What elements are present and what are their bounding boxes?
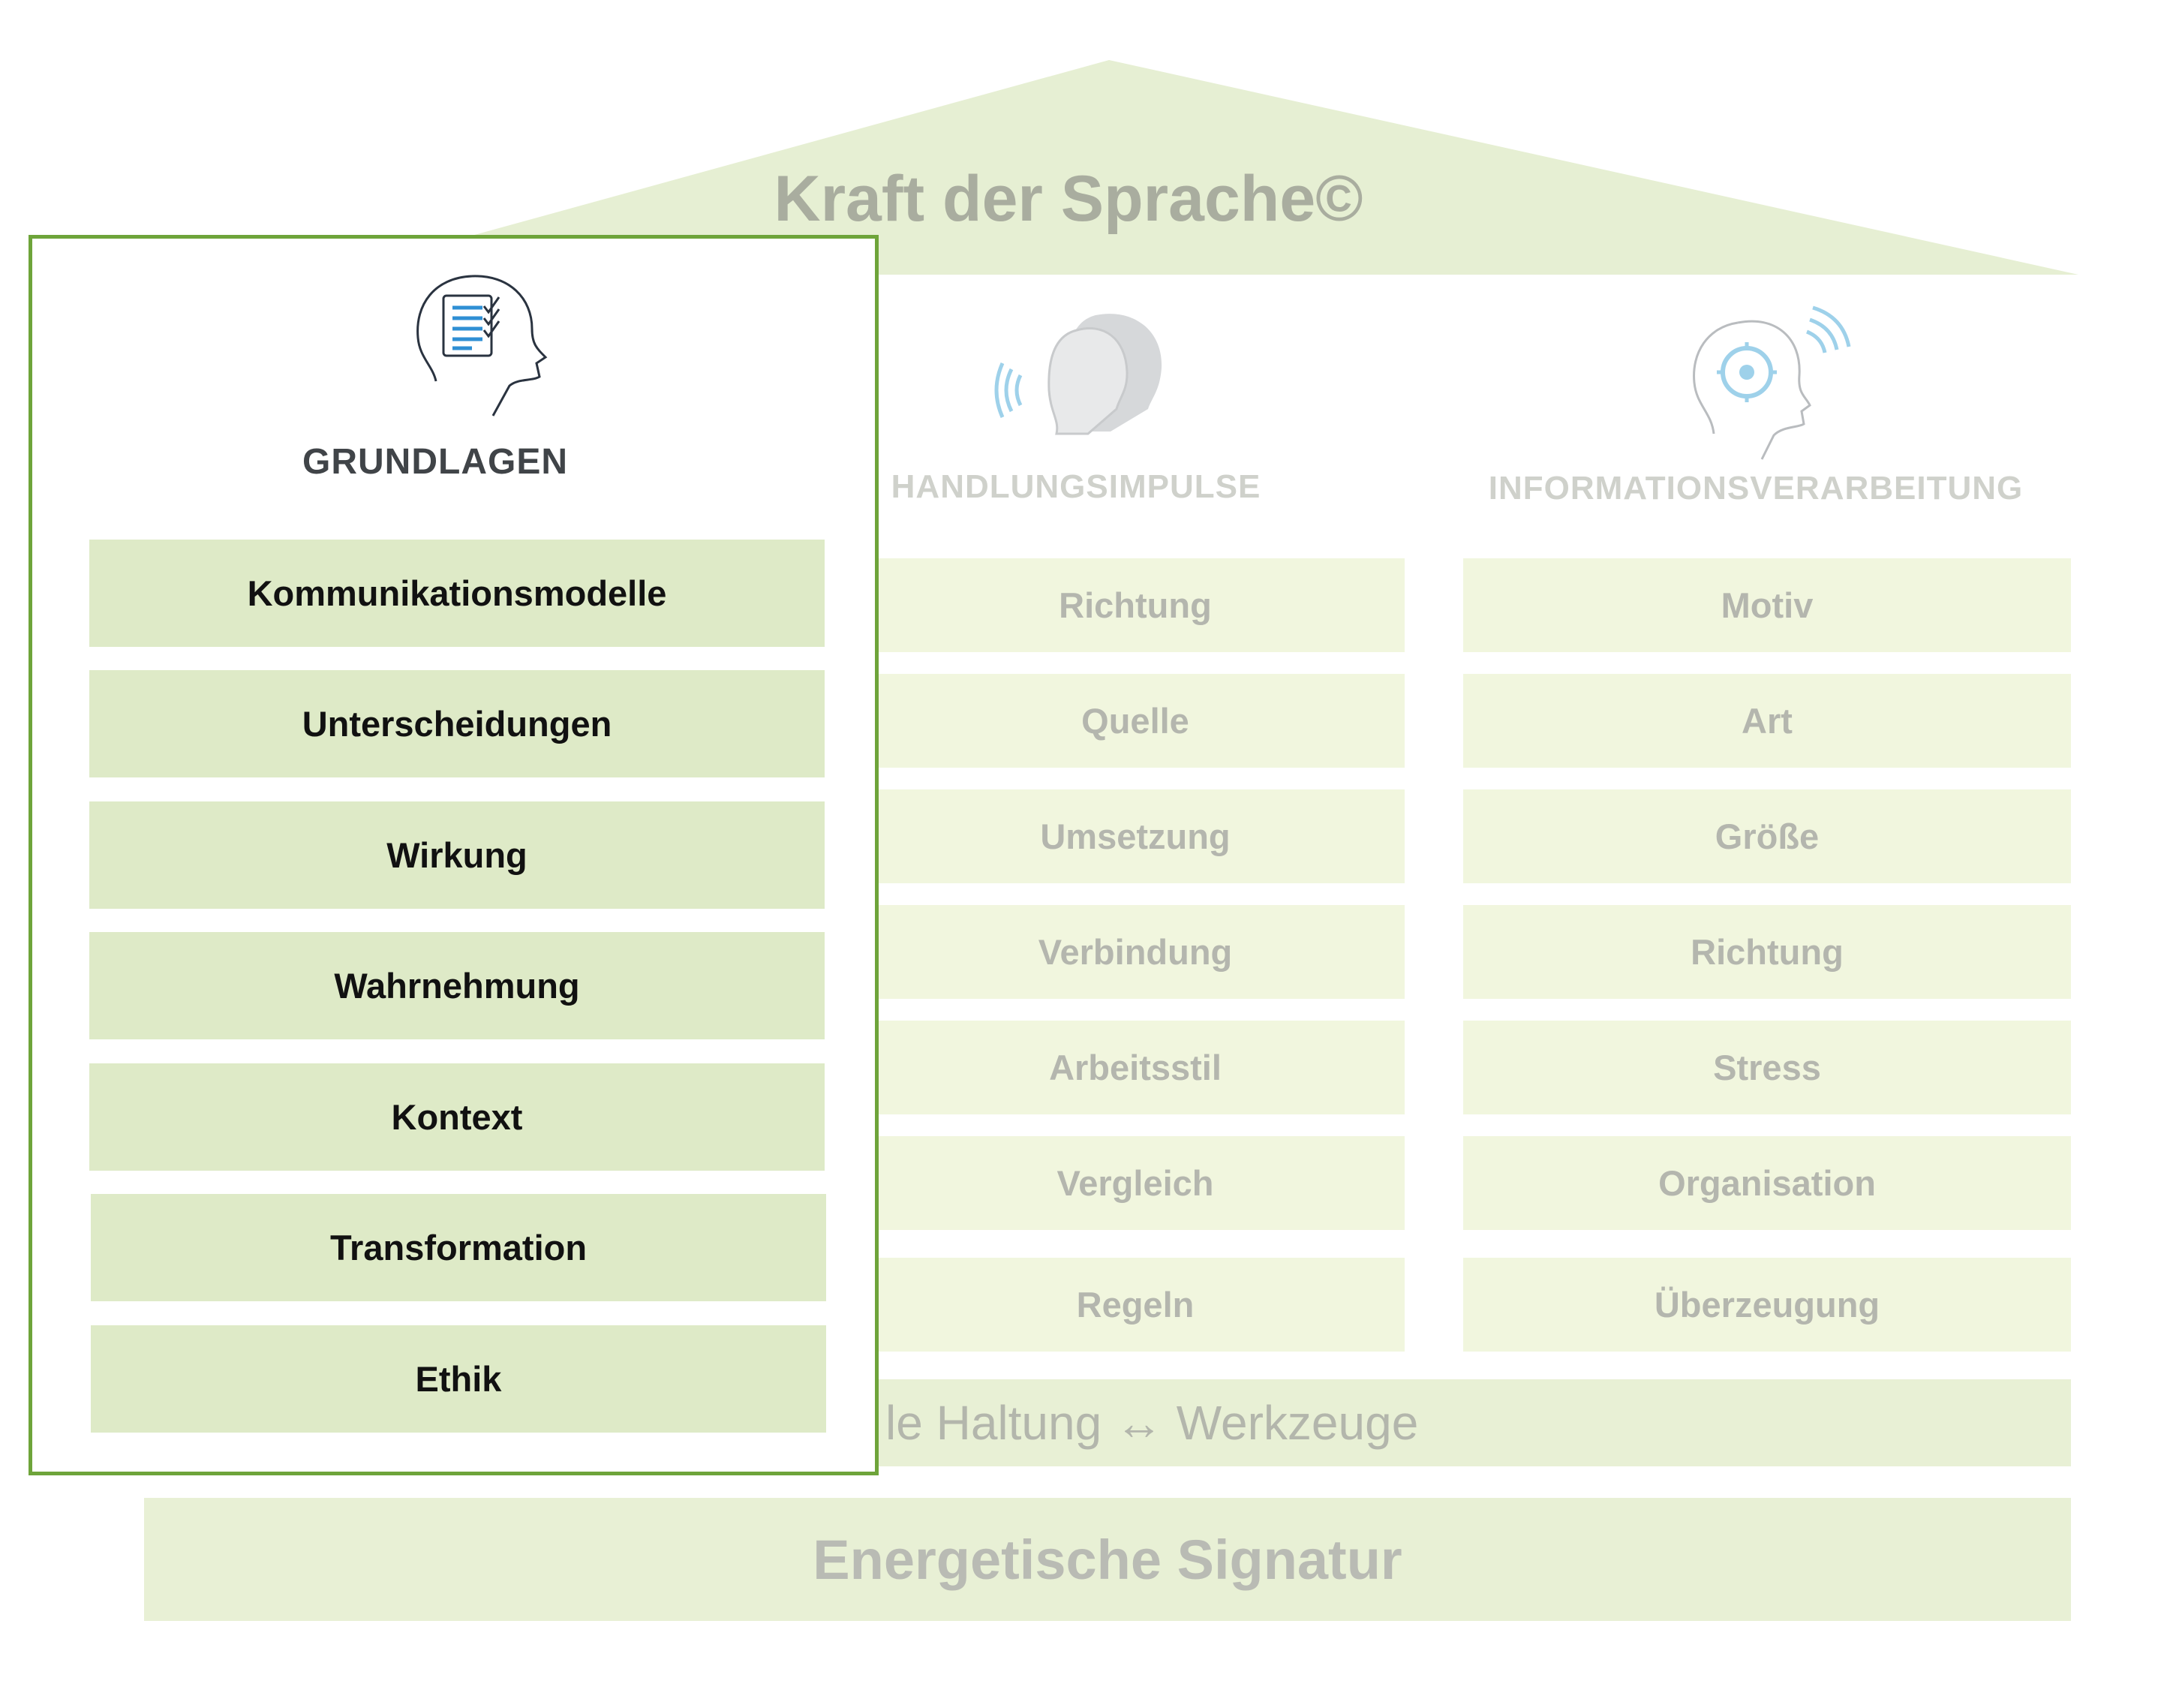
informationsverarbeitung-item: Motiv bbox=[1463, 558, 2071, 652]
head-target-icon bbox=[1693, 305, 1851, 460]
grundlagen-item[interactable]: Ethik bbox=[91, 1325, 826, 1433]
informationsverarbeitung-item: Art bbox=[1463, 674, 2071, 768]
head-checklist-icon bbox=[416, 275, 548, 416]
grundlagen-item[interactable]: Transformation bbox=[91, 1194, 826, 1301]
roof-shape bbox=[330, 60, 2078, 275]
handlungsimpulse-item: Umsetzung bbox=[866, 789, 1405, 883]
handlungsimpulse-item: Verbindung bbox=[866, 905, 1405, 999]
informationsverarbeitung-item: Richtung bbox=[1463, 905, 2071, 999]
head-silhouettes-icon bbox=[994, 314, 1162, 435]
haltung-werkzeuge-band: le Haltung ↔ Werkzeuge bbox=[860, 1379, 2071, 1466]
grundlagen-item[interactable]: Wirkung bbox=[89, 801, 825, 909]
sound-waves-icon bbox=[994, 362, 1023, 419]
column-heading-handlungsimpulse: HANDLUNGSIMPULSE bbox=[891, 468, 1261, 505]
grundlagen-heading: GRUNDLAGEN bbox=[302, 442, 568, 482]
handlungsimpulse-item: Richtung bbox=[866, 558, 1405, 652]
column-heading-informationsverarbeitung: INFORMATIONSVERARBEITUNG bbox=[1488, 470, 2024, 507]
grundlagen-item[interactable]: Kontext bbox=[89, 1063, 825, 1171]
grundlagen-panel[interactable]: GRUNDLAGEN Kommunikationsmodelle Untersc… bbox=[29, 235, 879, 1475]
handlungsimpulse-item: Arbeitsstil bbox=[866, 1021, 1405, 1114]
informationsverarbeitung-item: Organisation bbox=[1463, 1136, 2071, 1230]
informationsverarbeitung-item: Stress bbox=[1463, 1021, 2071, 1114]
informationsverarbeitung-item: Überzeugung bbox=[1463, 1258, 2071, 1352]
energetische-signatur-band: Energetische Signatur bbox=[144, 1498, 2071, 1621]
informationsverarbeitung-item: Größe bbox=[1463, 789, 2071, 883]
handlungsimpulse-item: Regeln bbox=[866, 1258, 1405, 1352]
handlungsimpulse-item: Vergleich bbox=[866, 1136, 1405, 1230]
grundlagen-item[interactable]: Kommunikationsmodelle bbox=[89, 540, 825, 647]
grundlagen-item[interactable]: Unterscheidungen bbox=[89, 670, 825, 777]
grundlagen-item[interactable]: Wahrnehmung bbox=[89, 932, 825, 1039]
handlungsimpulse-item: Quelle bbox=[866, 674, 1405, 768]
diagram-title: Kraft der Sprache© bbox=[774, 163, 1363, 235]
